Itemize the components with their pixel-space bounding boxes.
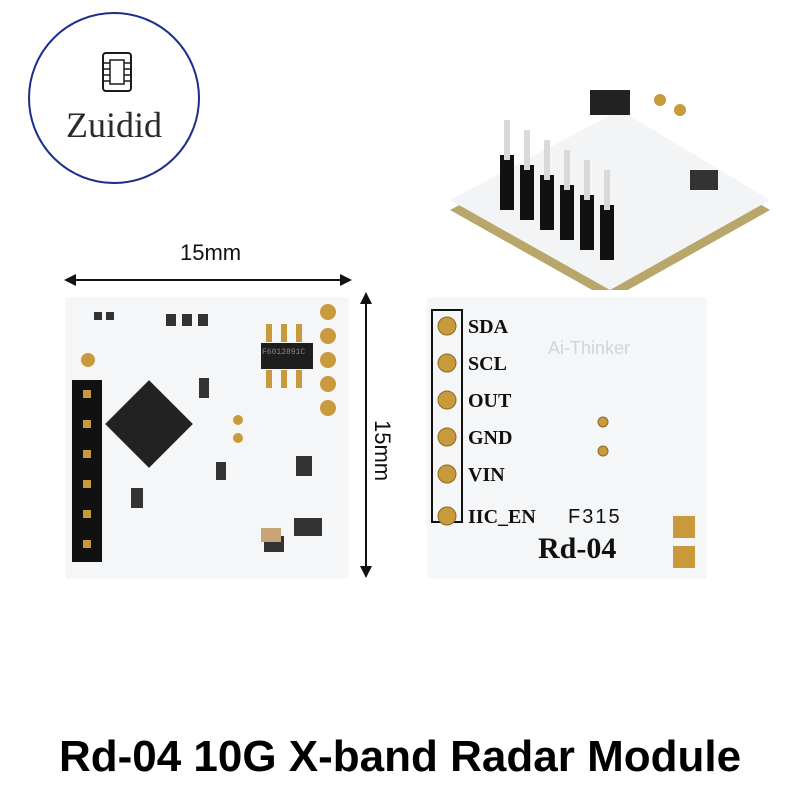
pin-label-out: OUT <box>468 390 512 412</box>
pin-label-scl: SCL <box>468 353 507 375</box>
board-front: F6012891C <box>66 298 348 578</box>
ic-marking: F6012891C <box>262 348 306 357</box>
brand-name: Zuidid <box>66 105 162 145</box>
chip-icon <box>102 52 132 92</box>
board-back: Ai-Thinker SDA SCL OUT GND VIN IIC_EN F3… <box>428 298 706 578</box>
pin-label-sda: SDA <box>468 316 509 338</box>
pin-label-iic-en: IIC_EN <box>468 506 536 528</box>
model-label: Rd-04 <box>538 532 617 565</box>
pin-label-gnd: GND <box>468 427 513 449</box>
width-label: 15mm <box>180 240 242 265</box>
height-dimension-arrow <box>360 292 372 578</box>
watermark: Ai-Thinker <box>548 338 631 358</box>
width-dimension-arrow <box>64 274 352 286</box>
pin-label-vin: VIN <box>468 464 505 486</box>
product-title: Rd-04 10G X-band Radar Module <box>58 732 742 781</box>
board-code: F315 <box>568 506 622 528</box>
brand-logo: Zuidid <box>28 12 200 184</box>
board-perspective-photo <box>450 90 770 290</box>
height-label: 15mm <box>370 420 395 482</box>
